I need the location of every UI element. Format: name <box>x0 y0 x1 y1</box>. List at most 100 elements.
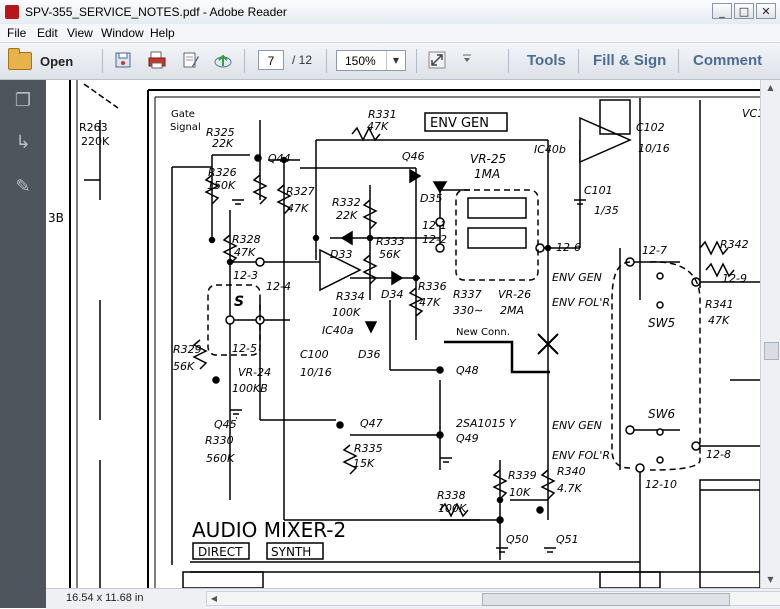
component-value: 10K <box>509 486 531 499</box>
component-label: 12-6 <box>556 241 581 254</box>
edit-document-icon[interactable] <box>182 51 200 69</box>
save-icon[interactable] <box>114 51 132 69</box>
component-value: 47K <box>234 246 256 259</box>
r263-label: R263 <box>79 121 108 134</box>
component-label: D34 <box>381 288 403 301</box>
component-label: R328 <box>232 233 261 246</box>
page-size: 16.54 x 11.68 in <box>66 592 144 604</box>
b3-label: 3B <box>48 211 64 225</box>
page-total: / 12 <box>292 53 313 67</box>
component-value: 10/16 <box>638 142 670 155</box>
menu-file[interactable]: File <box>7 26 27 40</box>
component-value: 100KB <box>232 382 268 395</box>
new-conn-label: New Conn. <box>456 327 510 338</box>
close-button[interactable]: ✕ <box>756 3 776 19</box>
horizontal-scrollbar[interactable]: ◀ ▶ <box>206 591 780 606</box>
minimize-button[interactable]: _ <box>712 3 732 19</box>
component-label: SW6 <box>648 407 675 421</box>
maximize-button[interactable]: □ <box>734 3 754 19</box>
component-value: 47K <box>367 120 389 133</box>
toolbar-options-icon[interactable] <box>462 54 472 64</box>
component-label: 12-1 <box>422 219 447 232</box>
tools-tab[interactable]: Tools <box>527 52 566 69</box>
component-label: D33 <box>330 248 352 261</box>
fullscreen-icon[interactable] <box>428 51 446 69</box>
component-label: 12-9 <box>722 272 747 285</box>
horizontal-scroll-thumb[interactable] <box>482 593 730 606</box>
document-view[interactable]: R263 220K 3B <box>46 80 760 588</box>
toolbar-separator <box>244 49 245 73</box>
fill-sign-tab[interactable]: Fill & Sign <box>593 52 667 69</box>
side-label: ENV GEN <box>552 271 602 284</box>
page-number-input[interactable]: 7 <box>258 50 284 70</box>
scroll-up-icon[interactable]: ▲ <box>767 83 774 92</box>
side-label: ENV FOL'R <box>552 449 610 462</box>
toolbar-separator <box>326 49 327 73</box>
component-value: 56K <box>379 248 401 261</box>
gate-signal-label: Gate <box>171 109 195 120</box>
zoom-select[interactable]: 150% ▼ <box>336 50 406 71</box>
component-label: IC40b <box>534 143 566 156</box>
component-label: R342 <box>720 238 749 251</box>
open-button[interactable]: Open <box>8 48 73 73</box>
component-label: VR-24 <box>238 366 271 379</box>
component-label: R332 <box>332 196 361 209</box>
menu-bar: File Edit View Window Help <box>0 24 780 43</box>
component-label: R335 <box>354 442 383 455</box>
bookmarks-icon[interactable]: ↳ <box>15 132 31 153</box>
toolbar-separator <box>416 49 417 73</box>
component-label: 12-3 <box>233 269 258 282</box>
component-value: 10/16 <box>300 366 332 379</box>
menu-help[interactable]: Help <box>150 26 175 40</box>
component-label: 12-7 <box>642 244 667 257</box>
menu-window[interactable]: Window <box>101 26 144 40</box>
component-label: Q45 <box>214 418 237 431</box>
zoom-value: 150% <box>345 54 376 68</box>
menu-edit[interactable]: Edit <box>37 26 58 40</box>
window-title: SPV-355_SERVICE_NOTES.pdf - Adobe Reader <box>25 5 287 19</box>
component-label: Q47 <box>360 417 383 430</box>
component-value: 1/35 <box>594 204 619 217</box>
toolbar-separator <box>678 49 679 73</box>
vertical-scroll-thumb[interactable] <box>764 342 779 360</box>
print-icon[interactable] <box>148 51 166 69</box>
component-value: 100K <box>438 502 467 515</box>
comment-tab[interactable]: Comment <box>693 52 763 69</box>
component-label: Q44 <box>268 152 291 165</box>
page-thumbnails-icon[interactable]: ❐ <box>14 90 32 111</box>
component-value: 330∼ <box>453 304 483 317</box>
component-value: 150K <box>207 179 236 192</box>
component-value: 56K <box>173 360 195 373</box>
component-value: 2MA <box>500 304 524 317</box>
toolbar-separator <box>578 49 579 73</box>
component-label: R326 <box>208 166 237 179</box>
component-label: D36 <box>358 348 380 361</box>
component-label: Q49 <box>456 432 479 445</box>
component-label: S <box>234 294 244 310</box>
component-label: R327 <box>286 185 315 198</box>
cloud-upload-icon[interactable] <box>214 51 232 69</box>
chevron-down-icon[interactable]: ▼ <box>386 51 405 70</box>
status-bar: 16.54 x 11.68 in ◀ ▶ <box>46 588 780 609</box>
component-label: R325 <box>206 126 235 139</box>
vertical-scrollbar[interactable]: ▲ ▼ <box>760 80 780 588</box>
component-label: 12-10 <box>645 478 677 491</box>
scroll-left-icon[interactable]: ◀ <box>210 594 218 603</box>
adobe-reader-icon <box>5 5 19 19</box>
component-label: Q51 <box>556 533 579 546</box>
attachments-icon[interactable]: ✎ <box>15 176 31 197</box>
component-label: R330 <box>205 434 234 447</box>
toolbar-separator <box>102 49 103 73</box>
side-label: ENV FOL'R <box>552 296 610 309</box>
component-label: IC40a <box>322 324 354 337</box>
menu-view[interactable]: View <box>67 26 93 40</box>
scroll-down-icon[interactable]: ▼ <box>767 575 774 584</box>
component-value: 22K <box>212 137 234 150</box>
component-label: R336 <box>418 280 447 293</box>
component-label: Q46 <box>402 150 425 163</box>
direct-label: DIRECT <box>198 545 243 559</box>
component-label: VR-25 <box>470 152 506 166</box>
component-value: 47K <box>419 296 441 309</box>
component-value: 15K <box>353 457 375 470</box>
audio-mixer-label: AUDIO MIXER-2 <box>192 518 346 542</box>
